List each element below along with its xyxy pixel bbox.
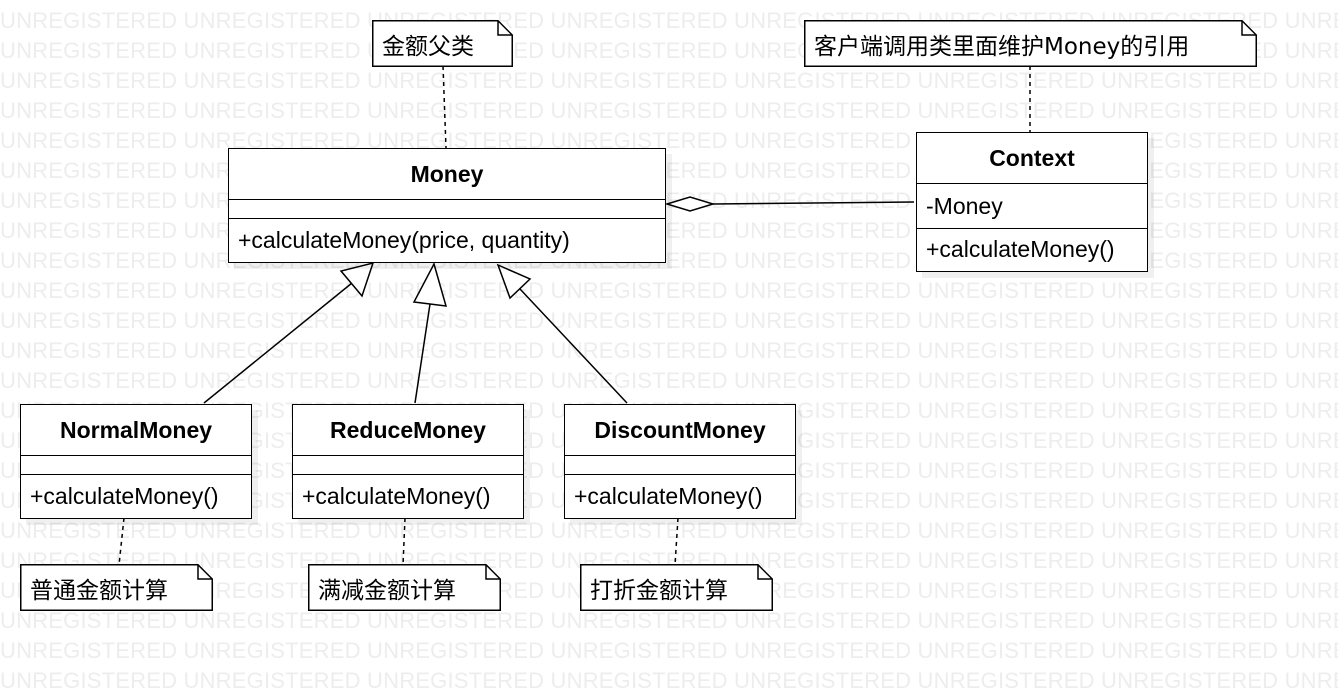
normal-generalization-line xyxy=(203,282,353,404)
note-shape-icon xyxy=(308,564,501,611)
note-text: 客户端调用类里面维护Money的引用 xyxy=(814,33,1190,60)
class-money[interactable]: Money +calculateMoney(price, quantity) xyxy=(228,148,666,263)
class-attributes xyxy=(293,456,523,475)
note-money[interactable]: 金额父类 xyxy=(372,20,513,67)
class-normal-money[interactable]: NormalMoney +calculateMoney() xyxy=(20,404,252,519)
class-operation: +calculateMoney(price, quantity) xyxy=(238,226,570,253)
note-text: 普通金额计算 xyxy=(30,577,168,604)
class-discount-money[interactable]: DiscountMoney +calculateMoney() xyxy=(564,404,796,519)
class-operation: +calculateMoney() xyxy=(926,236,1115,262)
class-name: Context xyxy=(917,133,1147,184)
class-context[interactable]: Context -Money +calculateMoney() xyxy=(916,132,1148,272)
class-attributes xyxy=(229,200,665,219)
note-shape-icon xyxy=(804,20,1257,67)
class-reduce-money[interactable]: ReduceMoney +calculateMoney() xyxy=(292,404,524,519)
note-context[interactable]: 客户端调用类里面维护Money的引用 xyxy=(804,20,1257,67)
aggregation-line xyxy=(712,201,915,205)
normal-generalization-arrowhead xyxy=(339,261,375,298)
note-normal[interactable]: 普通金额计算 xyxy=(20,564,213,611)
aggregation-diamond xyxy=(664,196,716,212)
class-attributes xyxy=(565,456,795,475)
reduce-note-anchor xyxy=(402,517,406,566)
class-name: ReduceMoney xyxy=(293,405,523,456)
normal-note-anchor xyxy=(118,517,125,566)
class-attributes xyxy=(21,456,251,475)
reduce-generalization-line xyxy=(414,303,431,404)
class-name: NormalMoney xyxy=(21,405,251,456)
class-name: DiscountMoney xyxy=(565,405,795,456)
money-note-anchor xyxy=(442,65,447,149)
class-operation: +calculateMoney() xyxy=(302,482,491,509)
note-shape-icon xyxy=(372,20,513,67)
discount-generalization-line xyxy=(519,288,628,404)
note-reduce[interactable]: 满减金额计算 xyxy=(308,564,501,611)
note-shape-icon xyxy=(580,564,773,611)
reduce-generalization-arrowhead xyxy=(412,261,448,307)
note-text: 金额父类 xyxy=(382,33,474,60)
note-discount[interactable]: 打折金额计算 xyxy=(580,564,773,611)
class-operation: +calculateMoney() xyxy=(30,482,219,509)
note-text: 打折金额计算 xyxy=(590,577,728,604)
discount-note-anchor xyxy=(674,517,679,566)
class-operation: +calculateMoney() xyxy=(574,482,763,509)
discount-generalization-arrowhead xyxy=(496,263,532,300)
note-text: 满减金额计算 xyxy=(318,577,456,604)
class-attributes: -Money xyxy=(917,184,1147,229)
note-shape-icon xyxy=(20,564,213,611)
class-name: Money xyxy=(229,149,665,200)
